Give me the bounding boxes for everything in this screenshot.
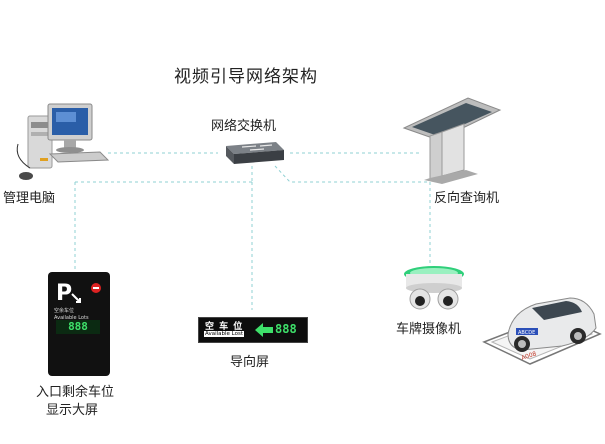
- desktop-computer-icon: [16, 103, 110, 180]
- entrance-display-label-line1: 入口剩余车位: [36, 385, 115, 400]
- parking-p-icon: P: [56, 281, 101, 306]
- entrance-available-count: 888: [56, 320, 100, 334]
- entrance-panel-line2: Available Lots: [54, 314, 89, 321]
- plate-camera-label: 车牌摄像机: [396, 322, 462, 337]
- diagram-title: 视频引导网络架构: [174, 67, 318, 87]
- query-kiosk-label: 反向查询机: [434, 191, 500, 206]
- management-pc-label: 管理电脑: [3, 191, 56, 206]
- car-plate-text: ABCDE: [518, 330, 535, 336]
- guide-available-count: 888: [275, 322, 297, 336]
- switch-label: 网络交换机: [211, 119, 277, 134]
- left-arrow-icon: [255, 323, 273, 337]
- guide-screen-label: 导向屏: [230, 355, 270, 370]
- svg-text:P: P: [56, 281, 72, 306]
- car-icon: ABCDE A008: [482, 297, 602, 365]
- query-kiosk-icon: [402, 97, 502, 184]
- guide-screen-panel: 空 车 位 Available Lost 888: [198, 317, 308, 343]
- link-switch-camera-h: [274, 165, 430, 183]
- entrance-display-label-line2: 显示大屏: [46, 402, 99, 418]
- guide-panel-title: 空 车 位: [205, 322, 244, 332]
- entrance-display-label: 入口剩余车位 显示大屏: [36, 384, 114, 419]
- guide-panel-sub: Available Lost: [204, 331, 244, 337]
- bay-number-text: A008: [520, 350, 537, 362]
- entrance-display-board: P 空余车位 Available Lots 888: [48, 272, 110, 376]
- plate-camera-icon: [404, 266, 464, 310]
- network-switch-icon: [226, 142, 284, 164]
- entrance-panel-line1: 空余车位: [54, 308, 75, 314]
